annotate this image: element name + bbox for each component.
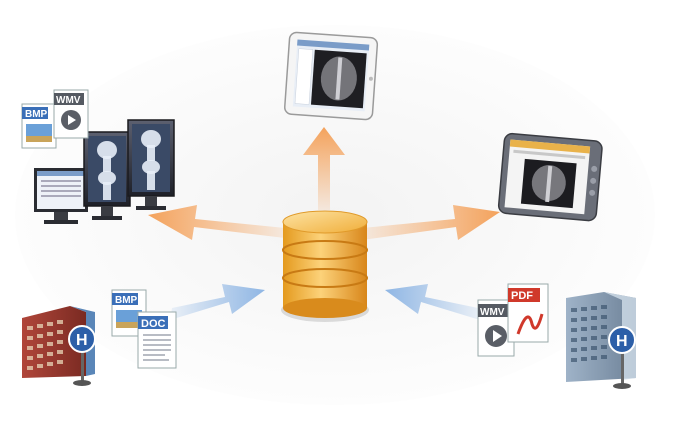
arrow-to-tablet <box>303 127 345 210</box>
monitor-worklist <box>34 168 88 224</box>
monitor-knee-xray-left <box>83 131 131 220</box>
wmv-document-icon: WMV <box>53 89 89 139</box>
hospital-building-icon-left: H <box>22 306 96 386</box>
doc-document-icon-left: DOC <box>137 311 177 369</box>
pdf-label-right: PDF <box>511 290 533 302</box>
arrow-to-workstation <box>148 205 285 240</box>
arrow-to-mobile-device <box>362 205 500 240</box>
wmv-label: WMV <box>56 95 81 106</box>
tablet-icon <box>284 31 379 121</box>
mobile-device-icon <box>497 132 603 222</box>
hospital-building-icon-right: H <box>566 292 636 389</box>
arrow-from-right-hospital <box>385 284 480 320</box>
doc-label-left: DOC <box>141 318 166 330</box>
bmp-label-left: BMP <box>115 295 138 306</box>
wmv-label-right: WMV <box>480 307 505 318</box>
database-icon <box>281 210 369 322</box>
pdf-document-icon-right: PDF <box>507 283 549 343</box>
bmp-document-icon: BMP <box>21 103 57 149</box>
workstation-monitors-icon: BMP WMV <box>21 89 175 224</box>
monitor-knee-xray-right <box>127 119 175 210</box>
wmv-document-icon-right: WMV <box>477 299 515 357</box>
hospital-sign-left: H <box>76 332 88 349</box>
arrow-from-left-hospital <box>170 284 265 320</box>
bmp-label: BMP <box>25 109 48 120</box>
hospital-sign-right: H <box>616 333 628 350</box>
